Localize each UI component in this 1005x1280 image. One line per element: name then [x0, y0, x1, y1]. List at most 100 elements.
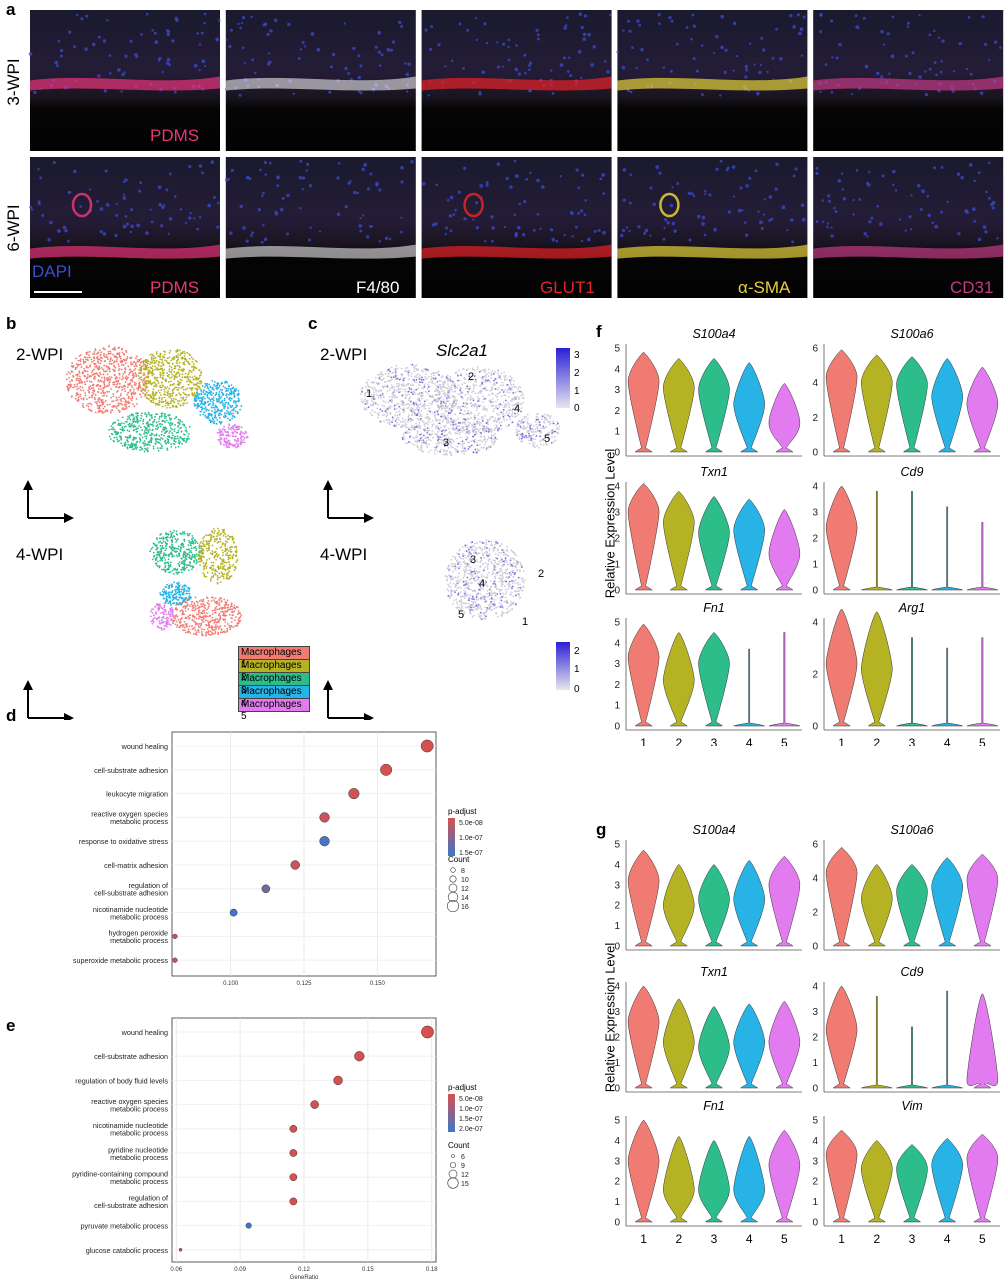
- umap-cell: [135, 415, 138, 418]
- umap-cell: [153, 377, 156, 380]
- umap-cell: [230, 550, 233, 553]
- umap-cell: [156, 441, 159, 444]
- umap-cell: [89, 388, 91, 391]
- dapi-nucleus: [566, 70, 570, 73]
- feature-cell: [447, 412, 450, 415]
- umap-cell: [226, 599, 229, 602]
- umap-cell: [159, 384, 162, 387]
- umap-cell: [113, 365, 116, 368]
- umap-cell: [188, 357, 191, 360]
- umap-cell: [84, 383, 87, 386]
- umap-cell: [218, 384, 221, 387]
- feature-cell: [439, 380, 442, 383]
- feature-cell: [395, 403, 398, 406]
- umap-cell: [204, 564, 207, 567]
- umap-cell: [132, 391, 135, 393]
- feature-cell: [431, 380, 434, 382]
- umap-cell: [225, 575, 228, 578]
- dapi-nucleus: [400, 216, 403, 219]
- feature-cell: [435, 371, 438, 374]
- feature-cell: [396, 387, 399, 390]
- feature-cell: [387, 418, 390, 421]
- feature-cell: [450, 388, 453, 391]
- feature-cell: [396, 382, 398, 385]
- umap-cell: [174, 568, 177, 571]
- umap-cell: [154, 606, 156, 608]
- umap-cell: [221, 560, 224, 563]
- dapi-nucleus: [668, 16, 672, 20]
- umap-cell: [123, 443, 126, 445]
- umap-cell: [165, 387, 167, 390]
- feature-cell: [409, 401, 412, 404]
- umap-cell: [169, 602, 172, 605]
- umap-cell: [175, 554, 178, 557]
- feature-cell: [417, 398, 420, 401]
- feature-cell: [364, 398, 366, 401]
- channel-label-asma: α-SMA: [738, 278, 791, 297]
- dapi-nucleus: [760, 36, 764, 40]
- dapi-nucleus: [507, 45, 510, 49]
- umap-cell: [187, 534, 189, 537]
- umap-cell: [112, 428, 115, 431]
- feature-cell: [407, 406, 410, 409]
- umap-cell: [179, 378, 182, 381]
- umap-cell: [190, 544, 192, 547]
- feature-cell: [418, 384, 421, 387]
- umap-cell: [218, 414, 220, 417]
- signal-band-cd31: [813, 244, 1004, 259]
- umap-cell: [158, 361, 161, 364]
- umap-cell: [231, 387, 234, 390]
- umap-cell: [173, 417, 176, 420]
- dapi-nucleus: [666, 220, 670, 225]
- umap-cell: [221, 631, 224, 634]
- umap-cell: [216, 602, 218, 605]
- dapi-nucleus: [28, 52, 33, 56]
- umap-cell: [152, 447, 155, 450]
- umap-cell: [188, 532, 191, 535]
- dapi-nucleus: [754, 169, 758, 173]
- umap-cell: [147, 372, 150, 375]
- umap-cell: [71, 362, 74, 364]
- umap-cell: [182, 402, 185, 405]
- umap-cell: [167, 602, 170, 605]
- feature-cell: [407, 390, 410, 393]
- umap-cell: [89, 402, 91, 405]
- umap-cell: [177, 586, 179, 589]
- umap-cell: [163, 591, 166, 594]
- umap-cell: [168, 352, 171, 354]
- dapi-nucleus: [792, 174, 796, 178]
- umap-cell: [238, 399, 241, 402]
- dapi-nucleus: [384, 236, 389, 241]
- umap-cell: [191, 360, 194, 363]
- umap-cell: [200, 599, 202, 601]
- umap-cell: [162, 547, 165, 549]
- dapi-nucleus: [203, 12, 207, 16]
- dapi-nucleus: [347, 181, 351, 185]
- umap-cell: [185, 376, 188, 379]
- umap-cell: [133, 424, 135, 427]
- umap-cell: [221, 388, 224, 391]
- umap-cell: [190, 381, 192, 383]
- dapi-nucleus: [569, 74, 573, 78]
- dapi-nucleus: [427, 94, 430, 97]
- umap-cell: [161, 405, 164, 408]
- umap-cell: [216, 418, 219, 421]
- umap-cell: [121, 347, 124, 350]
- umap-cell: [136, 359, 139, 361]
- umap-cell: [237, 397, 240, 400]
- dapi-nucleus: [509, 185, 513, 189]
- dapi-nucleus: [983, 42, 988, 47]
- umap-cell: [214, 631, 217, 633]
- umap-cell: [237, 445, 240, 448]
- umap-cell: [204, 604, 206, 606]
- dapi-nucleus: [102, 39, 107, 43]
- umap-cell: [164, 426, 167, 429]
- umap-cell: [170, 532, 173, 535]
- umap-cell: [221, 432, 224, 435]
- umap-cell: [202, 556, 205, 558]
- umap-cell: [144, 365, 147, 368]
- umap-cell: [164, 404, 167, 407]
- umap-cell: [207, 404, 210, 406]
- feature-cell: [389, 370, 391, 373]
- umap-cell: [222, 577, 225, 580]
